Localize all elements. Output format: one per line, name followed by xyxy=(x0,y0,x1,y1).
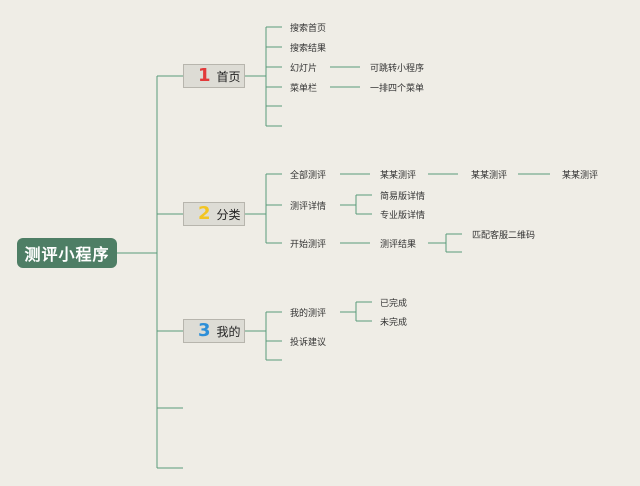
branch-label: 分类 xyxy=(216,207,241,222)
branch-category[interactable]: 2 分类 xyxy=(183,202,245,226)
node-menu-bar[interactable]: 菜单栏 xyxy=(290,84,318,94)
branch-number: 2 xyxy=(198,203,211,224)
branch-label: 我的 xyxy=(216,324,241,339)
node-my-reviews[interactable]: 我的测评 xyxy=(290,309,327,319)
node-review-chain-3[interactable]: 某某测评 xyxy=(562,171,599,181)
node-review-result[interactable]: 测评结果 xyxy=(380,240,417,250)
node-feedback[interactable]: 投诉建议 xyxy=(290,338,327,348)
node-slideshow-child[interactable]: 可跳转小程序 xyxy=(370,64,425,74)
node-customer-qr[interactable]: 匹配客服二维码 xyxy=(472,231,536,241)
node-search-results[interactable]: 搜索结果 xyxy=(290,44,327,54)
node-all-reviews[interactable]: 全部测评 xyxy=(290,171,327,181)
node-review-chain-2[interactable]: 某某测评 xyxy=(471,171,508,181)
node-slideshow[interactable]: 幻灯片 xyxy=(290,64,318,74)
node-review-detail[interactable]: 测评详情 xyxy=(290,202,327,212)
branch-label: 首页 xyxy=(216,69,241,84)
node-completed[interactable]: 已完成 xyxy=(380,299,408,309)
branch-number: 3 xyxy=(198,320,211,341)
node-start-review[interactable]: 开始测评 xyxy=(290,240,327,250)
branch-number: 1 xyxy=(198,65,211,86)
root-node[interactable]: 测评小程序 xyxy=(17,238,117,268)
branch-home[interactable]: 1 首页 xyxy=(183,64,245,88)
branch-mine[interactable]: 3 我的 xyxy=(183,319,245,343)
node-incomplete[interactable]: 未完成 xyxy=(380,318,408,328)
node-simple-detail[interactable]: 简易版详情 xyxy=(380,192,426,202)
node-search-home[interactable]: 搜索首页 xyxy=(290,24,327,34)
node-menu-bar-child[interactable]: 一排四个菜单 xyxy=(370,84,425,94)
node-review-chain-1[interactable]: 某某测评 xyxy=(380,171,417,181)
node-pro-detail[interactable]: 专业版详情 xyxy=(380,211,426,221)
